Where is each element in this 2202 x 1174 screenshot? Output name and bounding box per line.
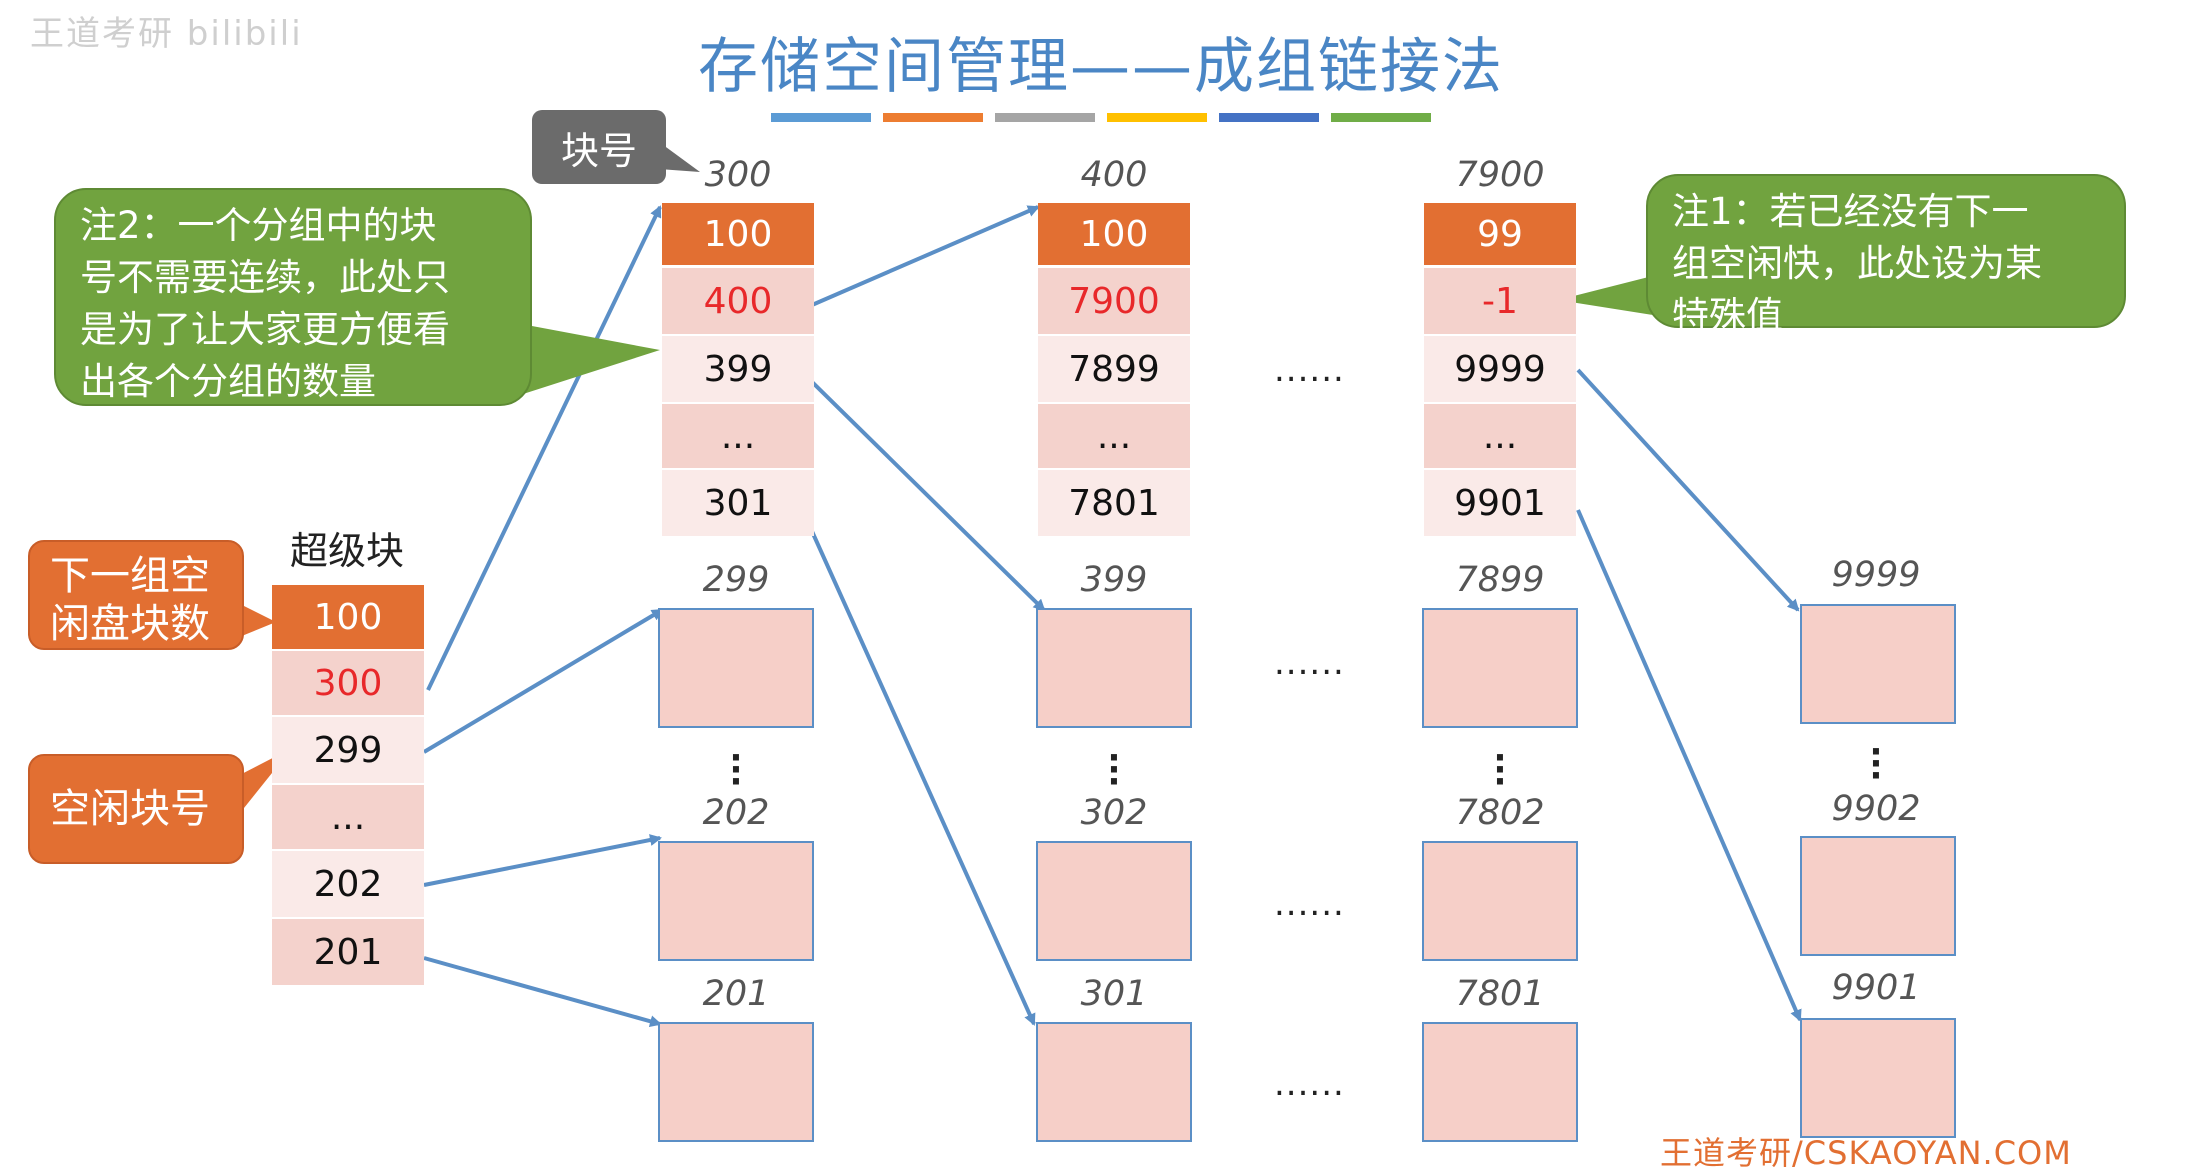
- ellipsis-row-2: ......: [1274, 884, 1345, 924]
- arrow-300-301: [804, 517, 1036, 1026]
- note1-line-3: 特殊值: [1672, 294, 1783, 337]
- free-block: [658, 608, 814, 728]
- vertical-ellipsis: ···: [1869, 732, 1883, 796]
- free-block-number-text: 空闲块号: [50, 786, 210, 832]
- free-block: [1422, 841, 1578, 961]
- arrow-7900-9999: [1576, 368, 1800, 612]
- page-title: 存储空间管理——成组链接法: [698, 32, 1504, 102]
- ellipsis-row-1: ......: [1274, 643, 1345, 683]
- group-cell: ...: [1038, 404, 1190, 468]
- free-block: [1036, 608, 1192, 728]
- arrow-300-400: [811, 205, 1040, 307]
- free-block-label: 9999: [1831, 555, 1921, 595]
- free-block-label: 7801: [1455, 974, 1545, 1014]
- note1-line-2: 组空闲快，此处设为某: [1672, 242, 2042, 285]
- group-cell: 99: [1424, 203, 1576, 265]
- free-block: [1800, 604, 1956, 724]
- block-label: 300: [704, 155, 772, 195]
- free-block: [1422, 1022, 1578, 1142]
- free-block: [1422, 608, 1578, 728]
- note1-line-1: 注1：若已经没有下一: [1672, 190, 2029, 233]
- block-label: 400: [1080, 155, 1148, 195]
- note1-callout: 注1：若已经没有下一 组空闲快，此处设为某 特殊值: [1646, 174, 2126, 337]
- note2-line-1: 注2：一个分组中的块: [80, 204, 437, 247]
- group-cell: 399: [662, 336, 814, 402]
- note2-line-3: 是为了让大家更方便看: [80, 308, 450, 351]
- free-block-label: 301: [1080, 974, 1148, 1014]
- block-number-text: 块号: [560, 128, 637, 173]
- arrow-super-201: [423, 956, 662, 1028]
- ellipsis-row-3: ......: [1274, 1064, 1345, 1104]
- group-cell: 7900: [1038, 268, 1190, 334]
- group-cell: 7899: [1038, 336, 1190, 402]
- free-block-label: 302: [1080, 793, 1148, 833]
- next-group-count-line-2: 闲盘块数: [50, 601, 210, 647]
- note2-callout: 注2：一个分组中的块 号不需要连续，此处只 是为了让大家更方便看 出各个分组的数…: [54, 188, 532, 406]
- free-block-number-callout: 空闲块号: [28, 754, 244, 864]
- superblock-cell: 100: [272, 585, 424, 649]
- group-cell: 9999: [1424, 336, 1576, 402]
- free-block-label: 7802: [1455, 793, 1545, 833]
- block-number-callout: 块号: [532, 110, 666, 184]
- next-group-count-line-1: 下一组空: [50, 553, 210, 599]
- arrow-super-299: [422, 608, 664, 754]
- free-block: [658, 1022, 814, 1142]
- superblock-cell: 299: [272, 717, 424, 783]
- group-cell: 400: [662, 268, 814, 334]
- group-cell: 100: [662, 203, 814, 265]
- note2-pointer: [500, 320, 660, 395]
- group-cell: 301: [662, 470, 814, 536]
- free-block-label: 202: [702, 793, 770, 833]
- group-cell: 7801: [1038, 470, 1190, 536]
- superblock-title: 超级块: [289, 529, 404, 573]
- ellipsis-top: ......: [1274, 350, 1345, 390]
- note2-line-4: 出各个分组的数量: [80, 360, 376, 403]
- free-block-label: 201: [702, 974, 770, 1014]
- group-cell: -1: [1424, 268, 1576, 334]
- title-underline-segment: [771, 113, 871, 122]
- vertical-ellipsis: ···: [1493, 738, 1507, 802]
- note1-pointer: [1558, 272, 1672, 318]
- title-underline-segment: [995, 113, 1095, 122]
- free-block: [658, 841, 814, 961]
- superblock-cell: 202: [272, 851, 424, 917]
- superblock-cell: 201: [272, 919, 424, 985]
- free-block-label: 399: [1080, 560, 1148, 600]
- watermark-bottom-right: 王道考研/CSKAOYAN.COM: [1660, 1134, 2072, 1172]
- arrow-7900-9901: [1576, 509, 1802, 1022]
- superblock-cell: ...: [272, 785, 424, 849]
- group-cell: 9901: [1424, 470, 1576, 536]
- arrow-300-399: [806, 376, 1046, 612]
- free-block: [1036, 841, 1192, 961]
- title-underline-segment: [1219, 113, 1319, 122]
- vertical-ellipsis: ···: [729, 738, 743, 802]
- title-underline-segment: [1107, 113, 1207, 122]
- watermark-top-left: 王道考研 bilibili: [30, 14, 303, 54]
- vertical-ellipsis: ···: [1107, 738, 1121, 802]
- block-label: 7900: [1455, 155, 1545, 195]
- arrow-super-300: [426, 205, 662, 691]
- note2-line-2: 号不需要连续，此处只: [80, 256, 450, 299]
- group-cell: 100: [1038, 203, 1190, 265]
- free-block: [1800, 1018, 1956, 1138]
- superblock-cell: 300: [272, 651, 424, 715]
- free-block-label: 299: [702, 560, 770, 600]
- free-block: [1036, 1022, 1192, 1142]
- title-underline-segment: [1331, 113, 1431, 122]
- group-cell: ...: [1424, 404, 1576, 468]
- free-block: [1800, 836, 1956, 956]
- arrow-super-202: [423, 834, 662, 887]
- title-underline-segment: [883, 113, 983, 122]
- free-block-label: 9901: [1831, 968, 1921, 1008]
- free-block-label: 7899: [1455, 560, 1545, 600]
- free-block-label: 9902: [1831, 789, 1921, 829]
- group-cell: ...: [662, 404, 814, 468]
- next-group-count-callout: 下一组空 闲盘块数: [28, 540, 244, 650]
